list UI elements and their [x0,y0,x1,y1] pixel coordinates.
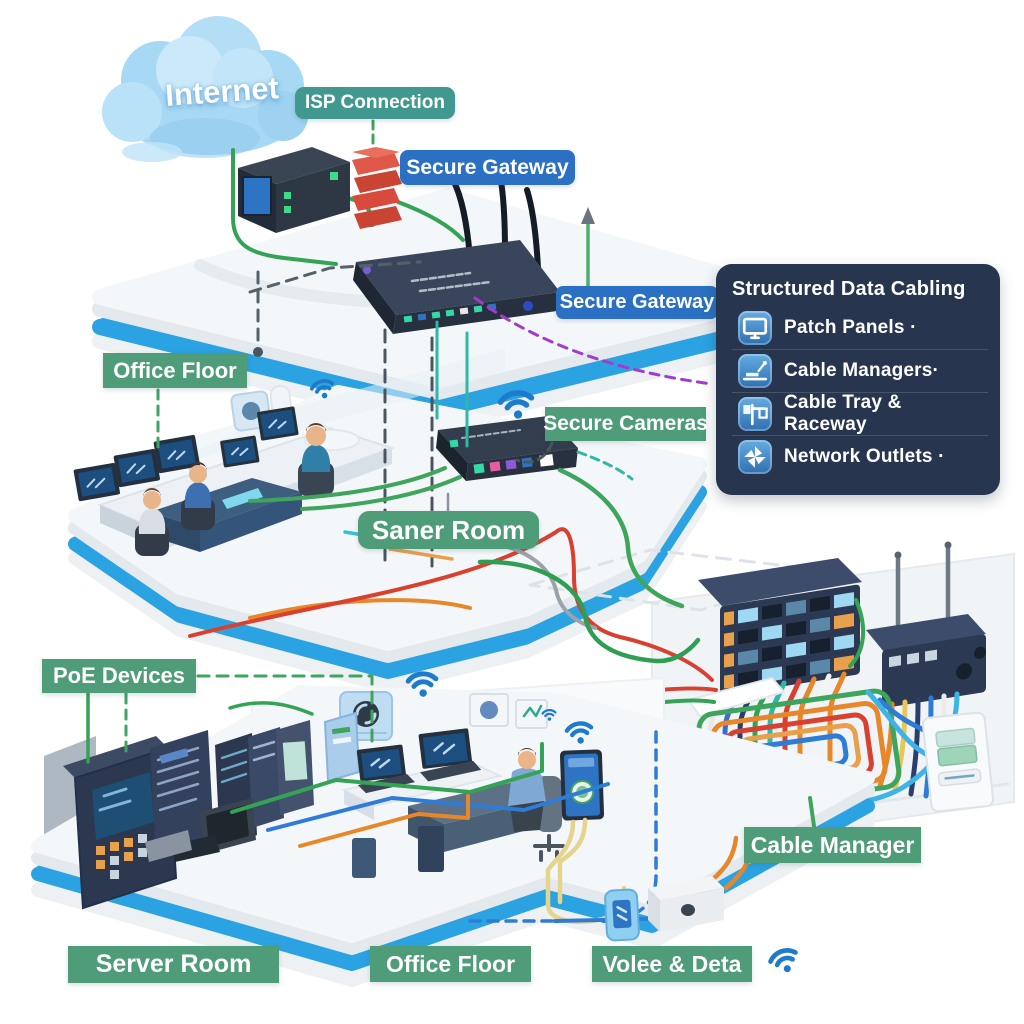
label-secure-cameras: Secure Cameras [543,407,708,441]
label-server-room-mid: Saner Room [358,511,539,549]
legend-item-network-outlets: Network Outlets · [732,435,988,478]
wall-frames [469,693,548,729]
label-voice-data: Volee & Deta [592,946,752,982]
internet-cloud [102,16,308,162]
server-racks [63,711,361,910]
cable-managers-icon [738,354,772,388]
label-connectors [86,388,816,828]
structured-data-cabling-panel: Structured Data Cabling Patch Panels · C… [716,264,1000,495]
legend-item-cable-tray: Cable Tray & Raceway [732,392,988,435]
panel-title: Structured Data Cabling [732,278,966,300]
bottom-floor-cables [228,701,757,932]
mid-floor-cables [188,466,714,682]
cable-tray-icon [738,397,772,431]
legend-item-cable-managers: Cable Managers· [732,349,988,392]
patch-panels-icon [738,311,772,345]
legend-item-label: Cable Managers· [784,360,940,381]
label-isp-connection: ISP Connection [295,87,455,119]
modem-device [238,147,350,233]
firewall-stack-icon [352,147,402,229]
network-outlets-icon [738,440,772,474]
label-server-room-bottom: Server Room [68,946,279,983]
network-switch [436,416,578,481]
ip-phone [604,888,640,942]
utility-box [648,876,724,932]
legend-item-label: Cable Tray & Raceway [784,392,902,435]
legend-item-patch-panels: Patch Panels · [732,307,988,349]
legend-item-label: Patch Panels · [784,317,917,338]
legend-item-label: Network Outlets · [784,446,945,467]
monitor-wall [73,434,200,502]
label-secure-gateway-top: Secure Gateway [400,150,575,185]
router-links [248,207,714,386]
wifi-icon [769,947,801,977]
label-poe-devices: PoE Devices [42,659,196,693]
office-workers [135,423,334,556]
wall-outlet [865,689,995,813]
label-office-floor-bottom: Office Floor [370,946,531,982]
patch-panel-device [698,558,866,696]
kiosk-display [559,749,605,821]
wifi-router [353,172,560,334]
label-secure-gateway-mid: Secure Gateway [556,286,718,319]
label-office-floor-mid: Office Floor [103,353,247,388]
label-cable-manager: Cable Manager [744,827,921,863]
